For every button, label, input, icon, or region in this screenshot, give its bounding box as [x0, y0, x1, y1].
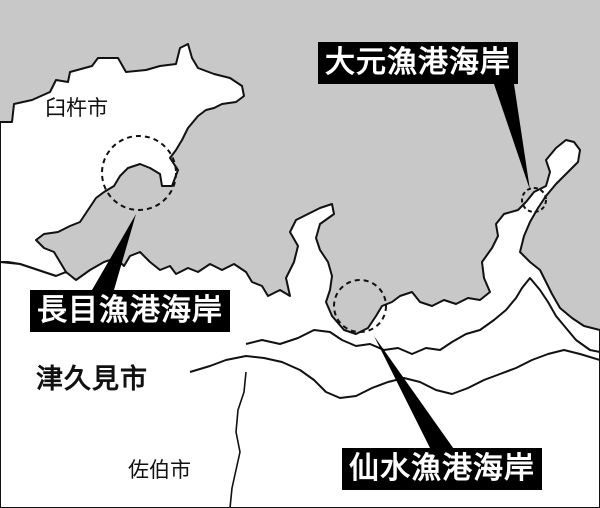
- pointer-omoto: [494, 84, 530, 190]
- landmass-south: [0, 139, 600, 508]
- city-label-tsukumi: 津久見市: [36, 364, 148, 395]
- landmass-north: [0, 43, 245, 277]
- pointer-nagame: [92, 214, 136, 290]
- pointer-sensui: [374, 336, 456, 452]
- callout-sensui: 仙水漁港海岸: [342, 448, 542, 490]
- marker-circle-nagame: [101, 135, 177, 211]
- marker-circle-omoto: [521, 187, 547, 213]
- city-label-saiki: 佐伯市: [128, 458, 191, 482]
- boundary-line: [229, 371, 247, 508]
- city-label-usuki: 臼杵市: [45, 96, 108, 120]
- callout-nagame: 長目漁港海岸: [30, 290, 230, 332]
- coastline-inner: [245, 277, 600, 355]
- marker-circle-sensui: [333, 279, 387, 333]
- callout-omoto: 大元漁港海岸: [318, 42, 518, 84]
